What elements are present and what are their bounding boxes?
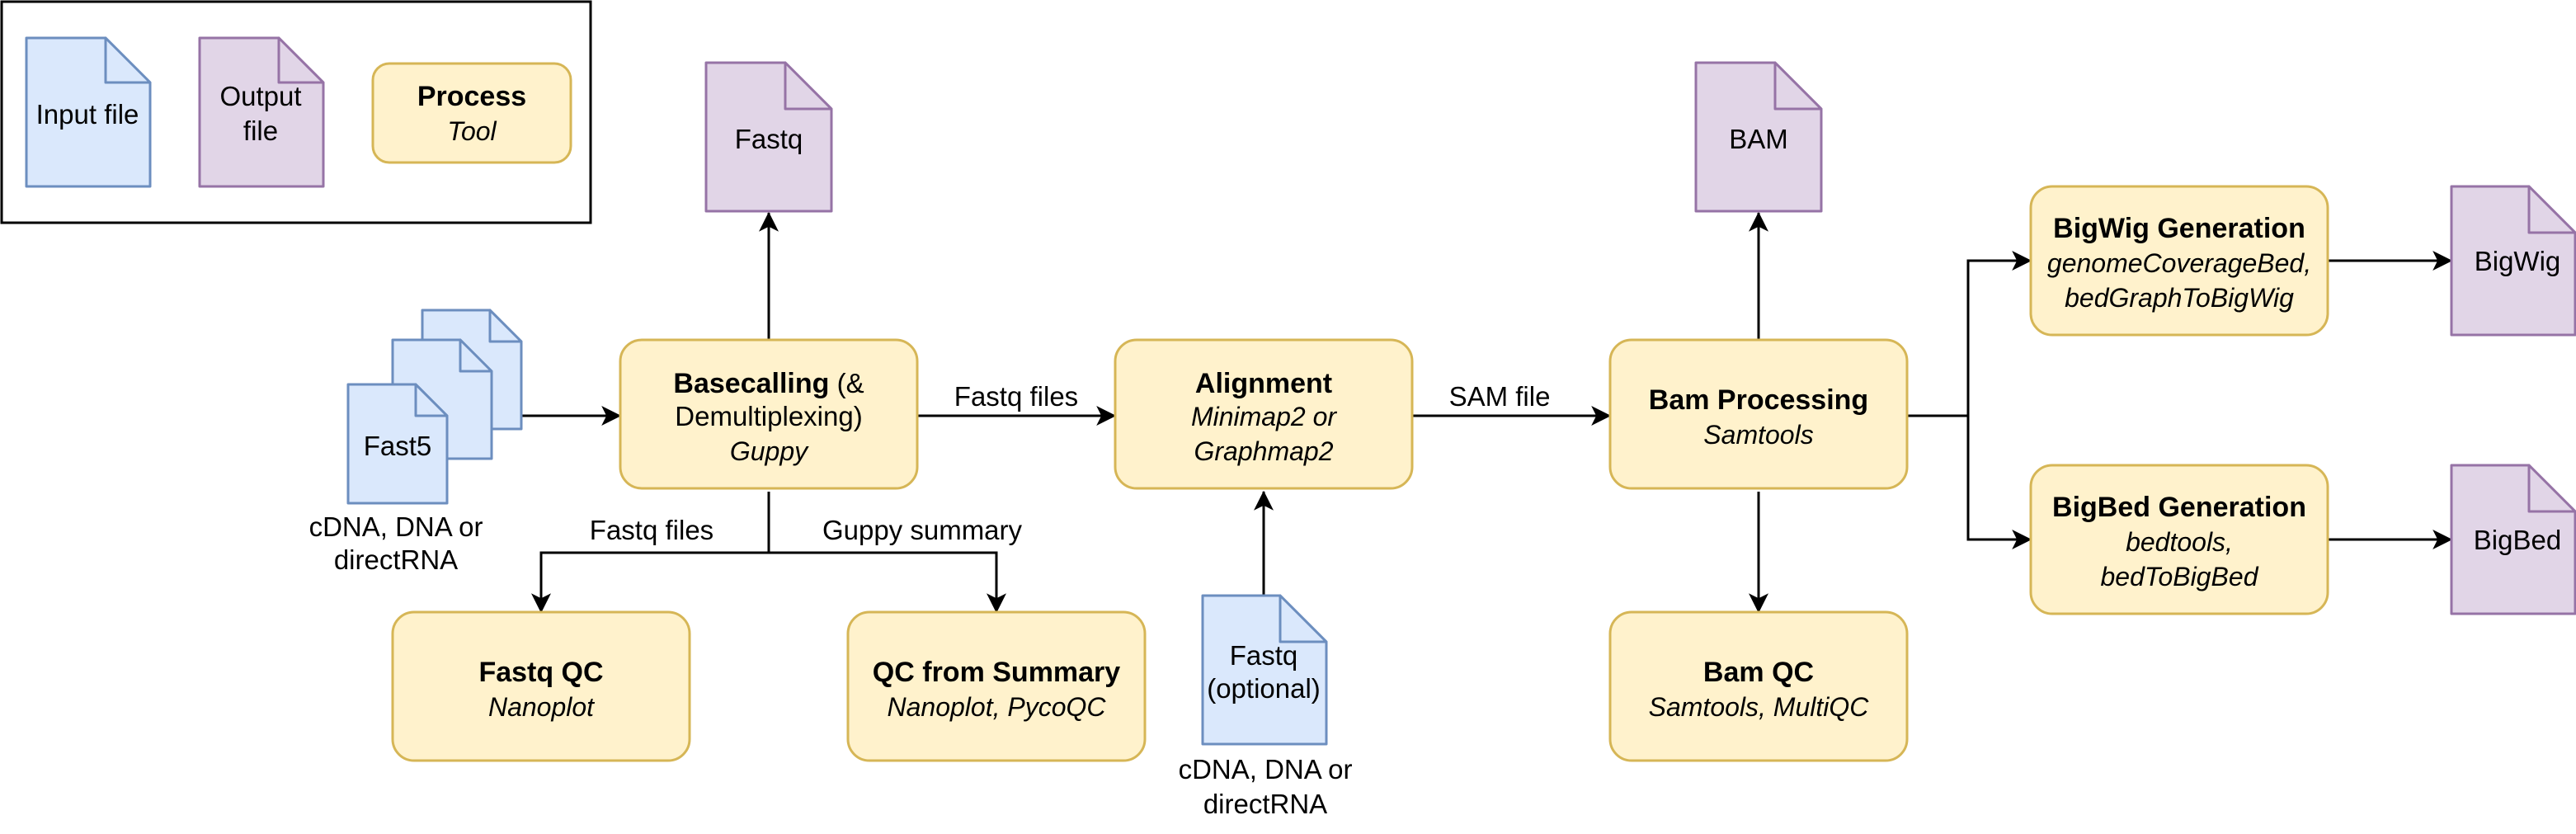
fastq-optional-label-line2: (optional) (1207, 673, 1321, 704)
bigbed-gen-tool-line2: bedToBigBed (2101, 562, 2259, 591)
process-alignment: Alignment Minimap2 or Graphmap2 (1114, 338, 1414, 490)
fastq-optional-input-file: Fastq (optional) (1201, 594, 1328, 746)
process-fastq-qc: Fastq QC Nanoplot (391, 610, 691, 762)
basecalling-title-suffix: (& (829, 368, 864, 398)
fast5-caption-line2: directRNA (334, 544, 458, 575)
legend-input-label: Input file (36, 99, 139, 130)
legend-input-file: Input file (25, 36, 152, 188)
legend-output-label-line1: Output (219, 81, 301, 111)
fastq-qc-title: Fastq QC (478, 657, 603, 688)
edge-basecalling-to-fastqqc (531, 492, 770, 614)
bam-processing-tool: Samtools (1703, 420, 1813, 450)
legend-output-label-line2: file (243, 115, 278, 146)
fast5-caption-line1: cDNA, DNA or (309, 511, 483, 542)
process-bigbed-generation: BigBed Generation bedtools, bedToBigBed (2029, 464, 2329, 615)
fastq-output-label: Fastq (735, 124, 803, 154)
legend-process-label: Process (417, 81, 526, 112)
bigwig-gen-tool-line1: genomeCoverageBed, (2047, 248, 2311, 278)
fast5-label: Fast5 (364, 431, 432, 461)
bam-qc-tool: Samtools, MultiQC (1649, 692, 1870, 722)
bam-qc-title: Bam QC (1703, 657, 1814, 688)
bigbed-gen-title: BigBed Generation (2052, 492, 2306, 523)
edge-label-guppy-summary: Guppy summary (822, 515, 1023, 545)
process-bigwig-generation: BigWig Generation genomeCoverageBed, bed… (2029, 185, 2329, 337)
edge-basecalling-to-qcsummary (769, 551, 1006, 614)
edge-label-fastq-files-qc: Fastq files (590, 515, 713, 545)
alignment-tool-line2: Graphmap2 (1194, 436, 1334, 466)
basecalling-line2: Demultiplexing) (675, 401, 862, 431)
basecalling-tool: Guppy (730, 436, 809, 466)
bigwig-output-file: BigWig (2450, 185, 2576, 337)
bigwig-label: BigWig (2475, 246, 2561, 276)
bam-output-label: BAM (1729, 124, 1788, 154)
fast5-input-files: Fast5 (346, 309, 523, 505)
legend: Input file Output file Process Tool (0, 0, 592, 224)
edge-label-fastq-files: Fastq files (954, 381, 1078, 412)
legend-process: Process Tool (371, 62, 572, 164)
fastq-optional-caption-line1: cDNA, DNA or (1179, 754, 1353, 785)
alignment-title: Alignment (1195, 368, 1332, 399)
alignment-tool-line1: Minimap2 or (1191, 402, 1337, 431)
bigwig-gen-tool-line2: bedGraphToBigWig (2065, 283, 2294, 313)
process-bam-processing: Bam Processing Samtools (1608, 338, 1909, 490)
fastq-qc-tool: Nanoplot (488, 692, 595, 722)
process-basecalling: Basecalling (& Demultiplexing) Guppy (619, 338, 919, 490)
bam-output-file: BAM (1694, 61, 1823, 213)
edge-bamprocessing-to-bigbedgen (1966, 416, 2032, 549)
legend-output-file: Output file (198, 36, 325, 188)
fastq-output-file: Fastq (704, 61, 833, 213)
fastq-optional-label-line1: Fastq (1230, 640, 1298, 671)
basecalling-title: Basecalling (673, 368, 829, 399)
edge-bamprocessing-to-bigwiggen (1907, 251, 2032, 417)
bigbed-gen-tool-line1: bedtools, (2126, 527, 2233, 557)
bigwig-gen-title: BigWig Generation (2053, 213, 2305, 244)
fastq-optional-caption-line2: directRNA (1203, 789, 1327, 819)
process-bam-qc: Bam QC Samtools, MultiQC (1608, 610, 1909, 762)
basecalling-title-line: Basecalling (& (673, 368, 864, 399)
qc-summary-tool: Nanoplot, PycoQC (887, 692, 1106, 722)
bigbed-output-file: BigBed (2450, 464, 2576, 615)
legend-tool-label: Tool (447, 116, 497, 146)
bigbed-label: BigBed (2474, 525, 2561, 555)
qc-summary-title: QC from Summary (873, 657, 1120, 688)
edges (493, 211, 2453, 614)
process-qc-from-summary: QC from Summary Nanoplot, PycoQC (846, 610, 1147, 762)
edge-label-sam-file: SAM file (1449, 381, 1551, 412)
bam-processing-title: Bam Processing (1649, 384, 1868, 416)
